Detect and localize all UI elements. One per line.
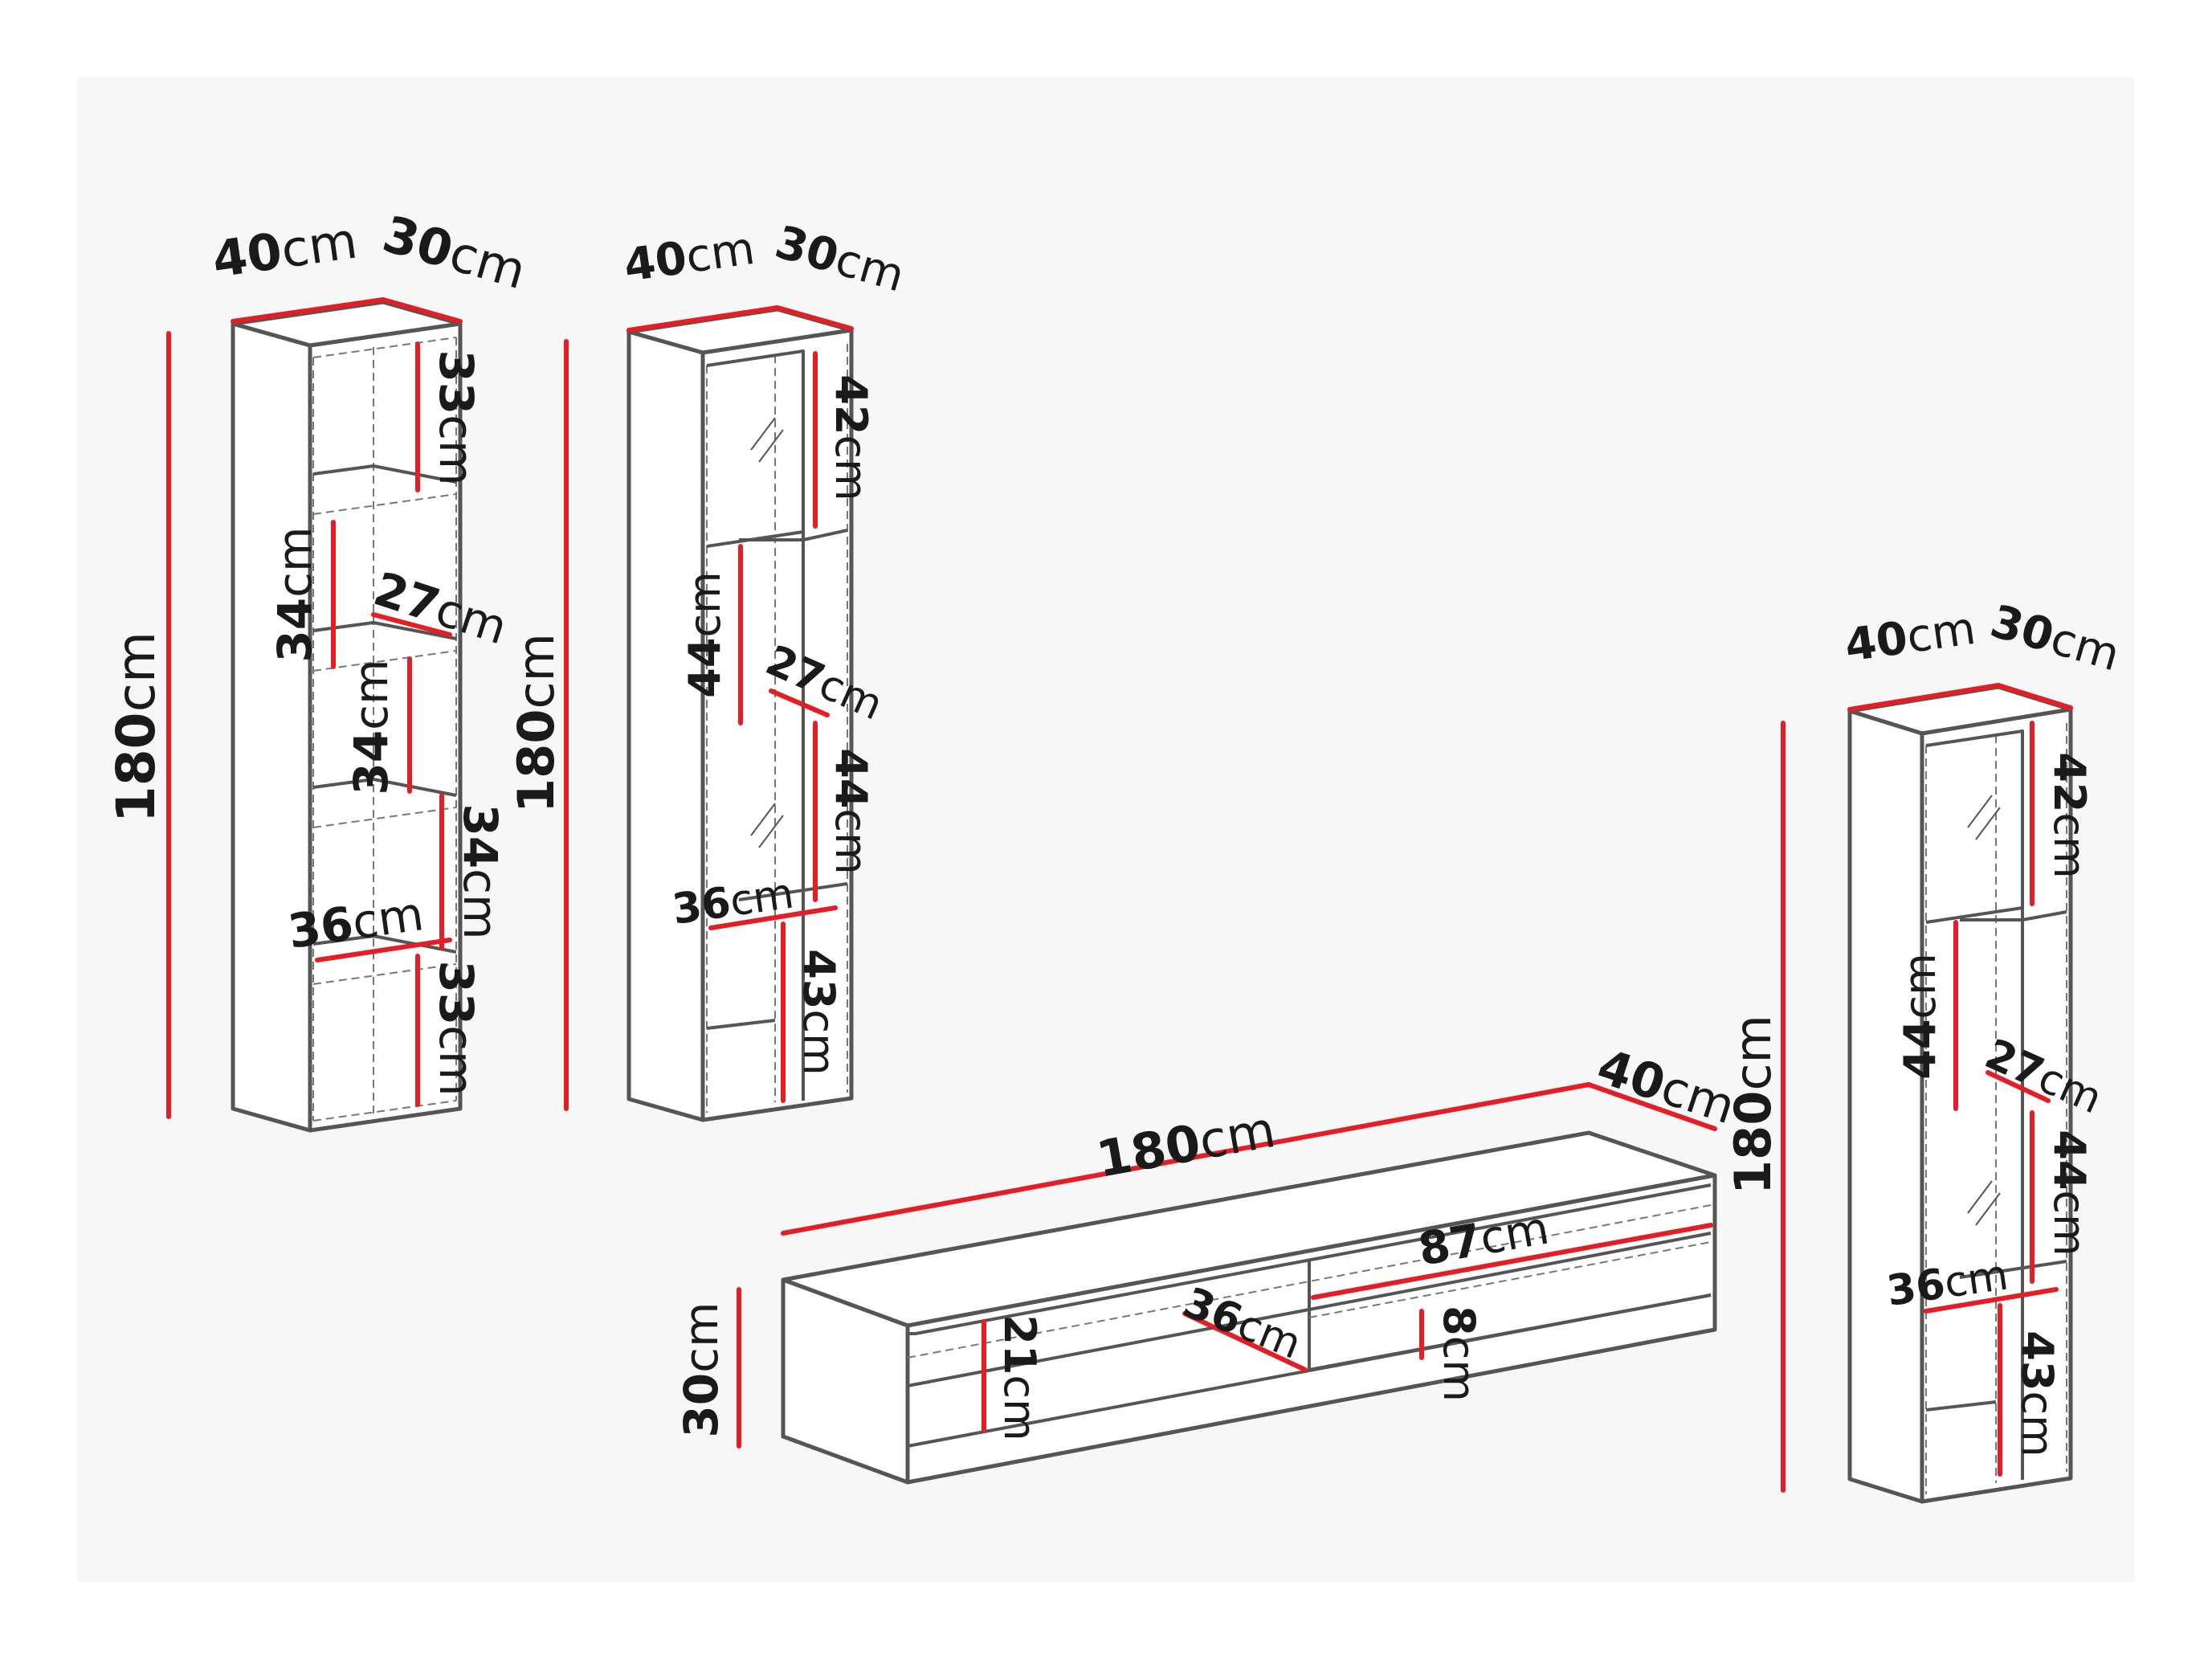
- c1-depth-label: 30cm: [377, 204, 533, 300]
- c2-depth-label: 30cm: [769, 216, 910, 302]
- c2-height-label: 180cm: [507, 633, 565, 813]
- tv-niche-height-label: 8cm: [1434, 1306, 1484, 1402]
- c3-inner-width-label: 36cm: [1883, 1251, 2010, 1316]
- c1-shelf4-label: 34cm: [453, 803, 508, 939]
- c1-width-label: 40cm: [209, 210, 361, 288]
- c1-shelf5-label: 33cm: [429, 960, 484, 1096]
- c2-section3-label: 44cm: [826, 748, 876, 874]
- c1-shelf1-label: 33cm: [429, 349, 484, 485]
- c1-inner-width-label: 36cm: [284, 886, 426, 959]
- c3-width-label: 40cm: [1842, 603, 1979, 672]
- c2-section2-label: 44cm: [680, 571, 730, 697]
- c3-height-label: 180cm: [1724, 1015, 1782, 1195]
- c3-section3-label: 44cm: [2044, 1130, 2095, 1256]
- tv-drawer-width-label: 87cm: [1414, 1202, 1553, 1276]
- c1-height-label: 180cm: [105, 631, 167, 823]
- c2-section4-label: 43cm: [794, 949, 844, 1075]
- tv-depth-label: 40cm: [1590, 1039, 1741, 1136]
- c2-width-label: 40cm: [621, 223, 758, 292]
- c2-inner-width-label: 36cm: [669, 869, 796, 934]
- c2-section1-label: 42cm: [826, 374, 876, 501]
- tv-height-label: 30cm: [674, 1301, 728, 1437]
- cabinet-tall-open: [231, 300, 463, 1133]
- c1-shelf3-label: 34cm: [344, 659, 398, 795]
- tv-width-label: 180cm: [1092, 1100, 1279, 1189]
- dimension-labels: 40cm 30cm 180cm 33cm 34cm 27cm 34cm 34cm…: [105, 204, 2125, 1457]
- c3-section1-label: 42cm: [2044, 752, 2095, 878]
- c1-shelf2-label: 34cm: [267, 526, 322, 662]
- tv-stand: [781, 1130, 1717, 1485]
- tv-drawer-height-label: 21cm: [994, 1314, 1045, 1440]
- dimension-lines: [166, 297, 2073, 1493]
- c3-section2-label: 44cm: [1895, 953, 1945, 1079]
- c3-section4-label: 43cm: [2012, 1330, 2063, 1457]
- c3-depth-label: 30cm: [1985, 595, 2125, 681]
